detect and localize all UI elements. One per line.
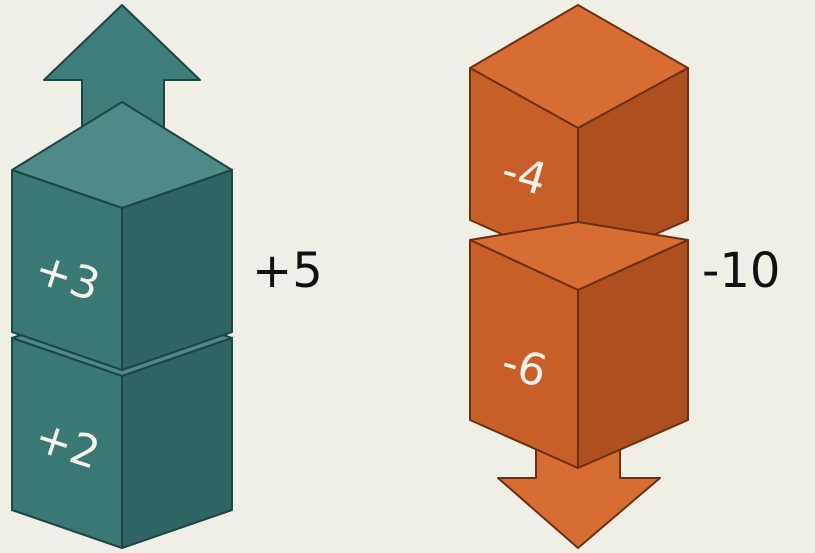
cube-right-face — [121, 337, 233, 549]
negative-stack: -4 -6 -10 — [469, 4, 780, 549]
cube-right-face — [121, 169, 233, 371]
positive-stack: +2 +3 +5 — [11, 4, 323, 549]
negative-total-label: -10 — [702, 243, 780, 299]
negative-block-bottom: -6 — [469, 221, 689, 469]
positive-block-top: +3 — [11, 101, 233, 371]
positive-total-label: +5 — [252, 243, 323, 299]
negative-block-top: -4 — [469, 4, 689, 269]
cube-right-face — [577, 239, 689, 469]
